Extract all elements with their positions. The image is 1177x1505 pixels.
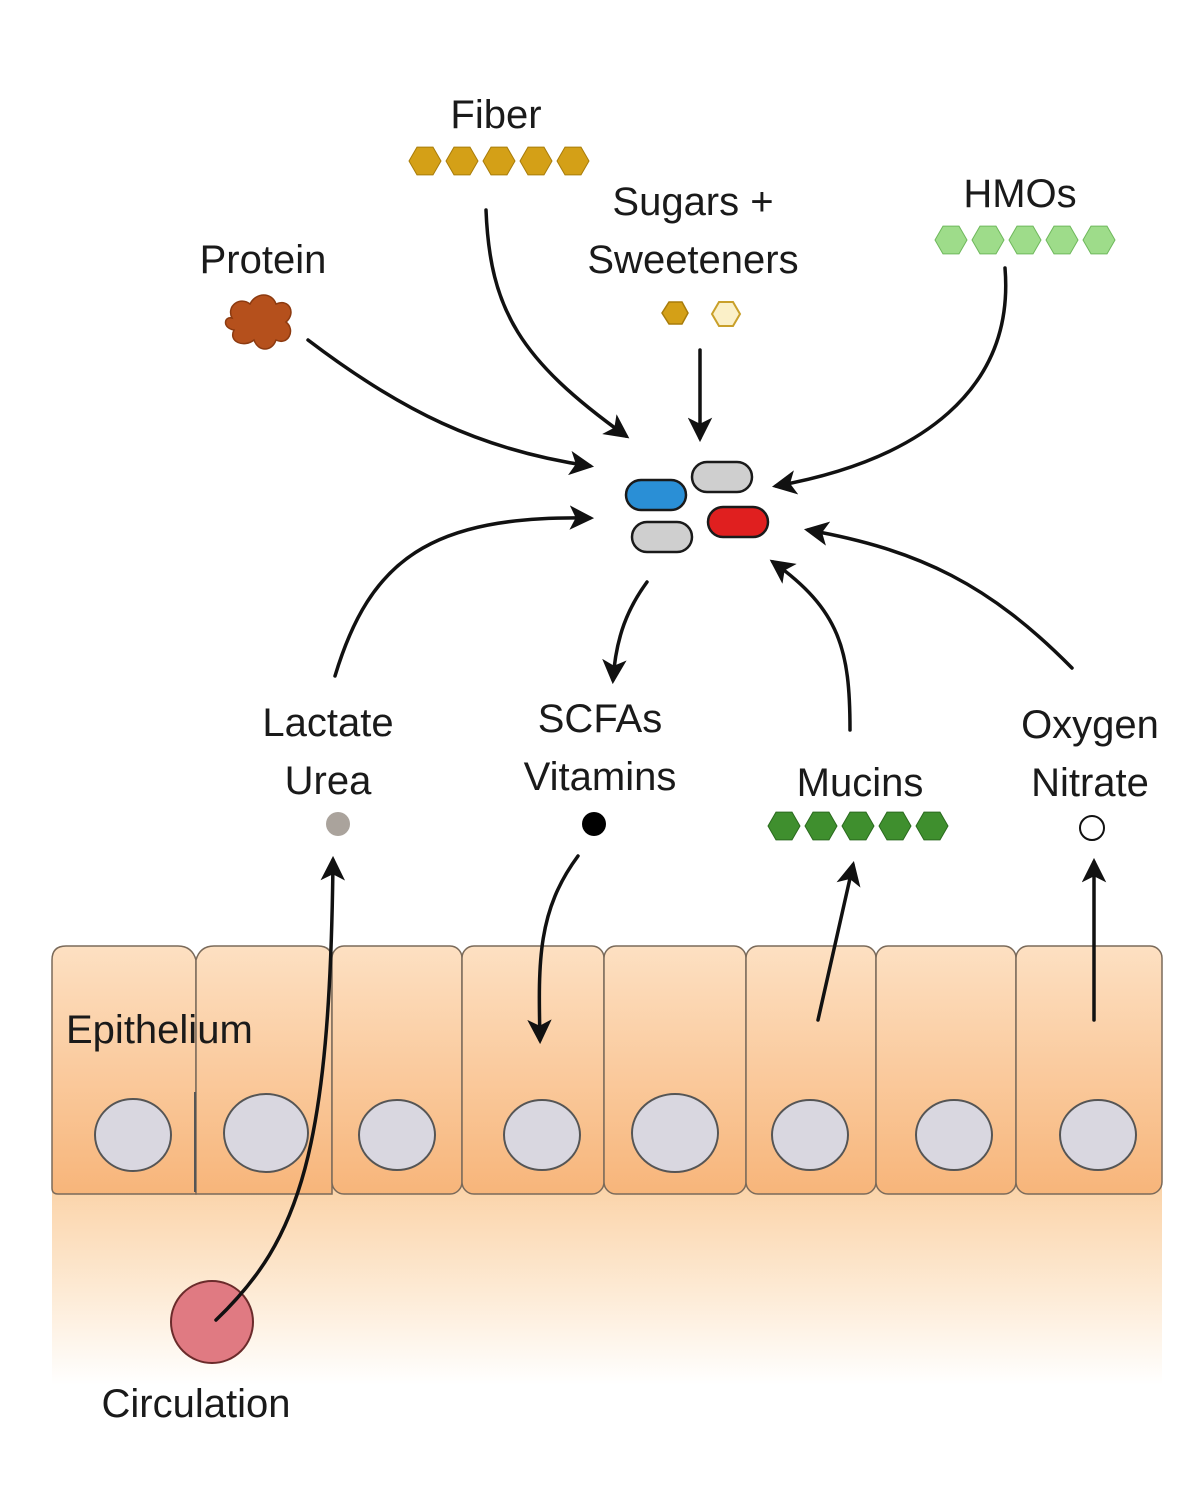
arrow-protein-to-bacteria — [306, 338, 595, 476]
arrows — [214, 208, 1107, 1322]
arrow-circulation-to-lactate — [214, 855, 346, 1322]
sugars-label-line2: Sweeteners — [587, 238, 798, 282]
hmo-chain-icon — [934, 225, 1116, 255]
lactate-molecule-dot — [326, 812, 350, 836]
hexagon-unit-icon — [915, 811, 949, 841]
oxygen-molecule-dot — [1079, 815, 1105, 841]
oxygen-label-line2: Nitrate — [1031, 761, 1149, 805]
scfas-label-line2: Vitamins — [524, 755, 677, 799]
fiber-label: Fiber — [450, 93, 541, 137]
epithelium-label: Epithelium — [66, 1008, 253, 1052]
arrow-hmos-to-bacteria — [771, 266, 1008, 495]
cell-nucleus — [223, 1093, 309, 1173]
arrow-epithelium-to-mucins — [816, 861, 861, 1022]
hexagon-unit-icon — [519, 146, 553, 176]
hexagon-unit-icon — [1082, 225, 1116, 255]
gut-bacteria-cluster — [624, 460, 770, 554]
bacterium-blue-icon — [624, 478, 688, 512]
cell-nucleus — [94, 1098, 172, 1172]
hexagon-unit-icon — [482, 146, 516, 176]
hexagon-unit-icon — [971, 225, 1005, 255]
mucins-label: Mucins — [797, 761, 924, 805]
arrow-oxygen-to-bacteria — [803, 521, 1074, 670]
hexagon-unit-icon — [408, 146, 442, 176]
hexagon-unit-icon — [841, 811, 875, 841]
bacterium-red-icon — [706, 505, 770, 539]
lactate-label-line2: Urea — [285, 759, 372, 803]
arrow-mucins-to-bacteria — [769, 559, 852, 732]
protein-label: Protein — [200, 238, 327, 282]
cell-nucleus — [771, 1099, 849, 1171]
circulation-label: Circulation — [102, 1382, 291, 1426]
hexagon-unit-icon — [934, 225, 968, 255]
oxygen-label-line1: Oxygen — [1021, 703, 1159, 747]
hexagon-unit-icon — [556, 146, 590, 176]
scfa-molecule-dot — [582, 812, 606, 836]
arrow-fiber-to-bacteria — [484, 208, 630, 439]
epithelium — [51, 945, 1163, 1195]
lactate-label-line1: Lactate — [262, 701, 393, 745]
hexagon-unit-icon — [1045, 225, 1079, 255]
arrow-bacteria-to-scfas — [602, 580, 649, 685]
hexagon-unit-icon — [767, 811, 801, 841]
hexagon-unit-icon — [878, 811, 912, 841]
cell-nucleus — [631, 1093, 719, 1173]
hexagon-unit-icon — [445, 146, 479, 176]
cell-nucleus — [358, 1099, 436, 1171]
cell-nucleus — [503, 1099, 581, 1171]
cell-nucleus — [1059, 1099, 1137, 1171]
mucin-chain-icon — [767, 811, 949, 841]
hexagon-unit-icon — [1008, 225, 1042, 255]
protein-blob-icon — [224, 294, 292, 350]
hexagon-unit-icon — [804, 811, 838, 841]
bacterium-gray-icon — [690, 460, 754, 494]
arrow-scfas-to-epithelium — [527, 854, 580, 1045]
scfas-label-line1: SCFAs — [538, 697, 662, 741]
fiber-chain-icon — [408, 146, 590, 176]
sugar-filled-hexagon-icon — [661, 301, 689, 325]
bacterium-gray-icon — [630, 520, 694, 554]
cell-nucleus — [915, 1099, 993, 1171]
sugars-label-line1: Sugars + — [612, 180, 773, 224]
sweetener-hollow-hexagon-icon — [710, 301, 742, 327]
hmos-label: HMOs — [963, 172, 1076, 216]
arrow-lactate-to-bacteria — [333, 505, 595, 678]
